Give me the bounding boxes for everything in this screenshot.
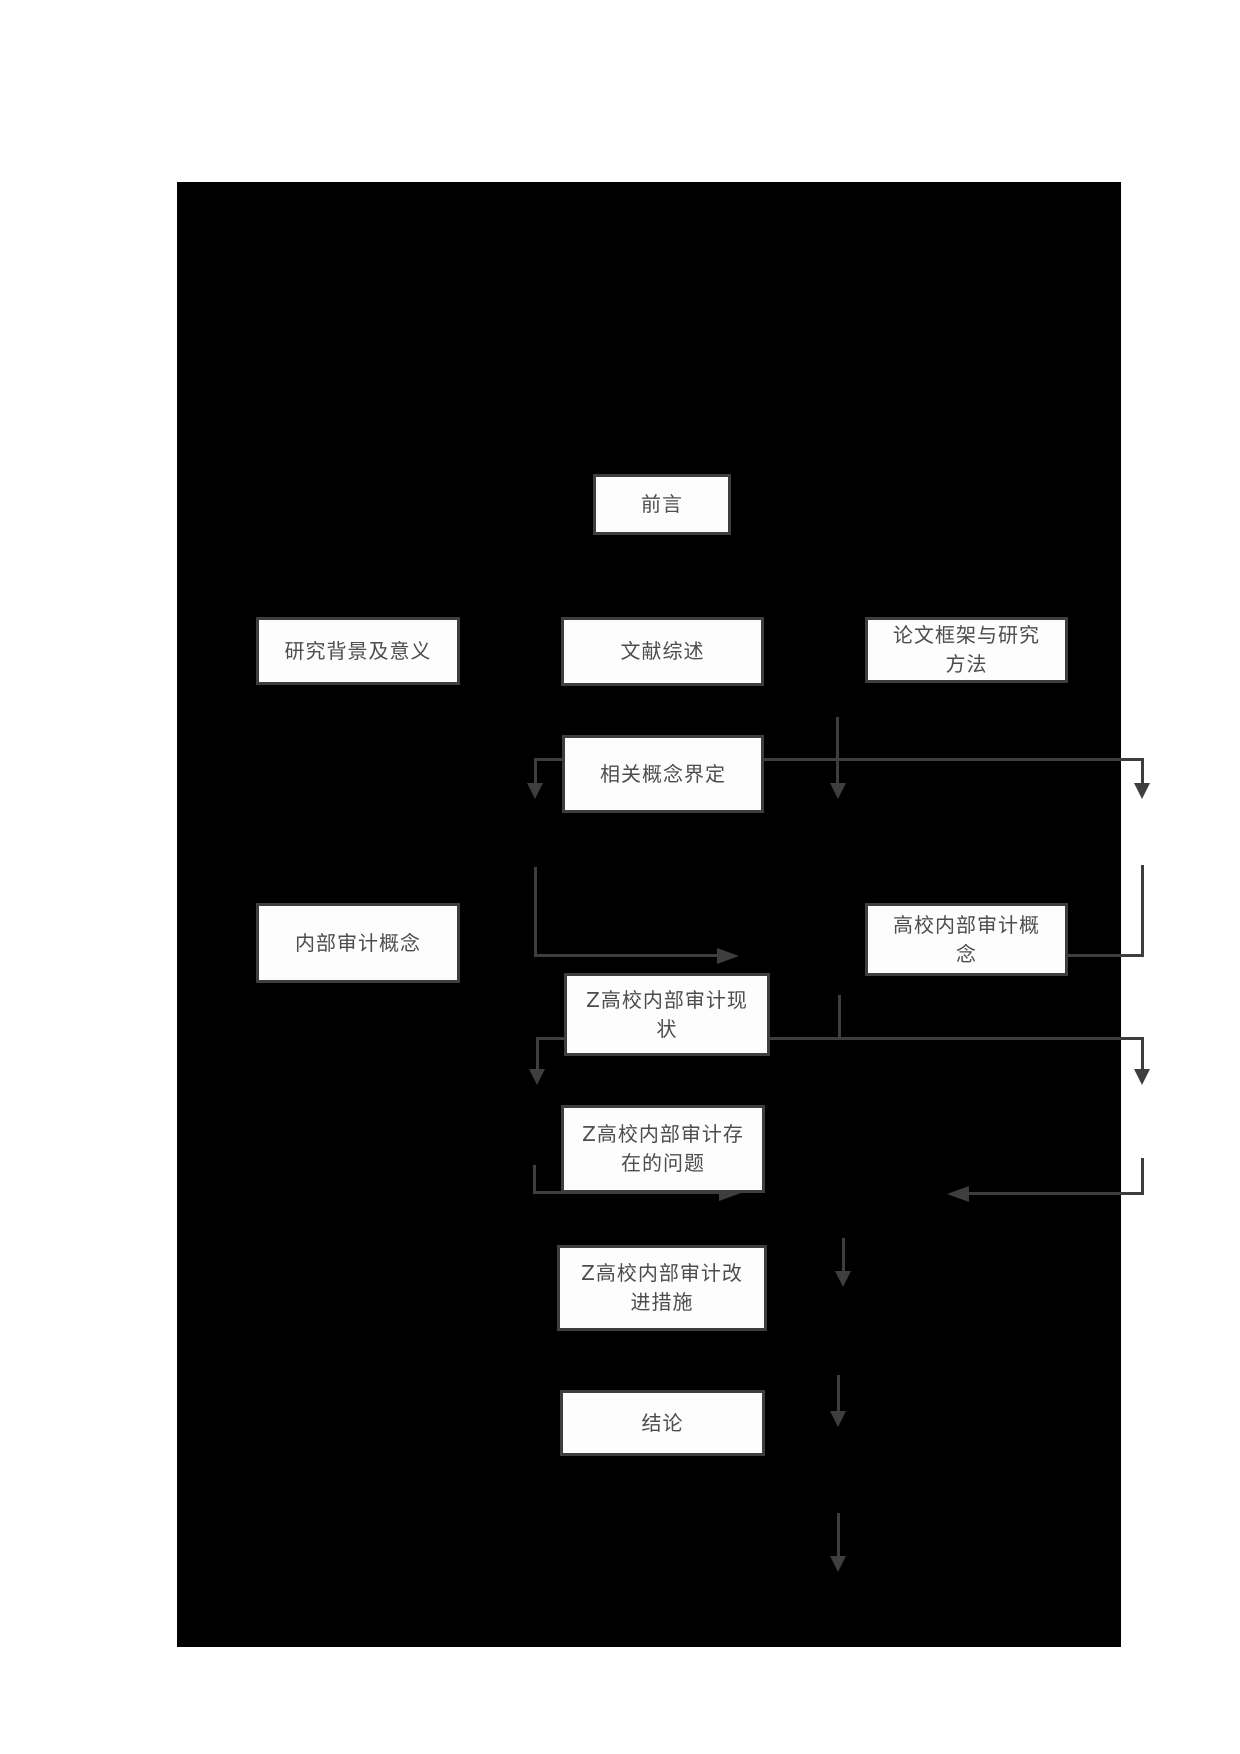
connector-university-left [969, 1192, 1144, 1195]
node-university-audit-concept: 高校内部审计概 念 [865, 903, 1068, 976]
node-z-university-audit-improvements: Z高校内部审计改 进措施 [557, 1245, 767, 1331]
connector-concepts-down [838, 995, 841, 1040]
connector-to-background [534, 758, 537, 784]
node-internal-audit-concept: 内部审计概念 [256, 903, 460, 983]
connector-university-down [1141, 1158, 1144, 1195]
node-conclusion: 结论 [560, 1390, 765, 1456]
node-research-background: 研究背景及意义 [256, 617, 460, 685]
connector-internal-down [533, 1165, 536, 1194]
arrow-into-literature [830, 783, 846, 799]
arrow-into-conclusion [830, 1556, 846, 1572]
arrow-into-background [527, 783, 543, 799]
arrow-into-problems [835, 1271, 851, 1287]
node-z-university-audit-status: Z高校内部审计现 状 [564, 973, 770, 1056]
arrow-into-framework [1134, 783, 1150, 799]
connector-background-right [534, 954, 717, 957]
connector-improvements-down [837, 1513, 840, 1557]
node-framework-methods: 论文框架与研究 方法 [865, 617, 1068, 683]
arrow-into-improvements [830, 1411, 846, 1427]
arrow-into-internal [529, 1069, 545, 1085]
connector-status-down [842, 1238, 845, 1272]
connector-problems-down [837, 1375, 840, 1412]
connector-intro-down [836, 717, 839, 784]
connector-to-framework [1141, 758, 1144, 784]
arrow-into-status-right [947, 1186, 969, 1202]
arrow-into-university [1134, 1069, 1150, 1085]
node-z-university-audit-problems: Z高校内部审计存 在的问题 [561, 1105, 765, 1193]
connector-to-internal [536, 1037, 539, 1070]
arrow-into-concepts-left [717, 948, 739, 964]
node-intro: 前言 [593, 474, 731, 535]
connector-row4-distributor [536, 1037, 1144, 1040]
connector-to-university [1141, 1037, 1144, 1070]
connector-framework-down [1141, 865, 1144, 957]
node-concept-definition: 相关概念界定 [562, 735, 764, 813]
connector-row2-distributor [534, 758, 1144, 761]
connector-background-down [534, 867, 537, 957]
node-literature-review: 文献综述 [561, 617, 764, 686]
